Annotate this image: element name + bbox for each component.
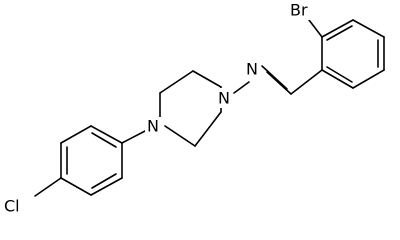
aryl-inner-double-bond <box>326 66 353 83</box>
aryl-inner-double-bond <box>326 25 353 41</box>
chlorine-label: Cl <box>4 197 20 216</box>
atom-label-chlorine: Cl <box>2 196 26 216</box>
ch-aryl-bond <box>290 69 323 95</box>
c-cl-bond <box>34 177 62 197</box>
imine-double-bond-b <box>266 71 292 95</box>
imine-nitrogen-label: N <box>246 60 258 79</box>
aryl-bond <box>352 19 385 38</box>
piperazine-ring <box>159 70 222 147</box>
piperazine-nitrogen-top-label: N <box>218 89 230 108</box>
molecule-canvas: Br N N N Cl <box>2 0 385 216</box>
n-aryl-bond <box>121 129 148 144</box>
atom-label-imine-nitrogen: N <box>244 60 261 80</box>
aryl-bond <box>321 19 354 38</box>
molecule-structure: Br N N N Cl <box>2 0 385 216</box>
atom-label-bromine: Br <box>288 0 316 20</box>
hydrazone-link <box>233 65 323 95</box>
bromine-label: Br <box>290 1 308 20</box>
aryl-bond <box>352 69 385 89</box>
atom-label-piperazine-nitrogen-top: N <box>216 88 233 108</box>
bromophenyl-ring <box>308 19 385 89</box>
piperazine-bond <box>164 125 196 147</box>
imine-double-bond-a <box>261 65 288 90</box>
aryl-inner-double-bond <box>91 173 117 189</box>
piperazine-bond <box>194 111 222 147</box>
piperazine-bond <box>192 70 222 88</box>
aryl-bond <box>90 125 123 144</box>
aryl-bond <box>60 177 92 196</box>
atom-label-piperazine-nitrogen-bottom: N <box>145 117 162 137</box>
aryl-bond <box>321 69 354 89</box>
aryl-inner-double-bond <box>91 132 117 148</box>
c-br-bond <box>308 19 323 38</box>
piperazine-bond <box>159 70 194 94</box>
piperazine-nitrogen-bottom-label: N <box>147 117 159 136</box>
chlorophenyl-ring <box>34 125 123 197</box>
aryl-bond <box>90 177 123 196</box>
aryl-bond <box>60 125 92 144</box>
n-n-bond <box>233 81 250 94</box>
